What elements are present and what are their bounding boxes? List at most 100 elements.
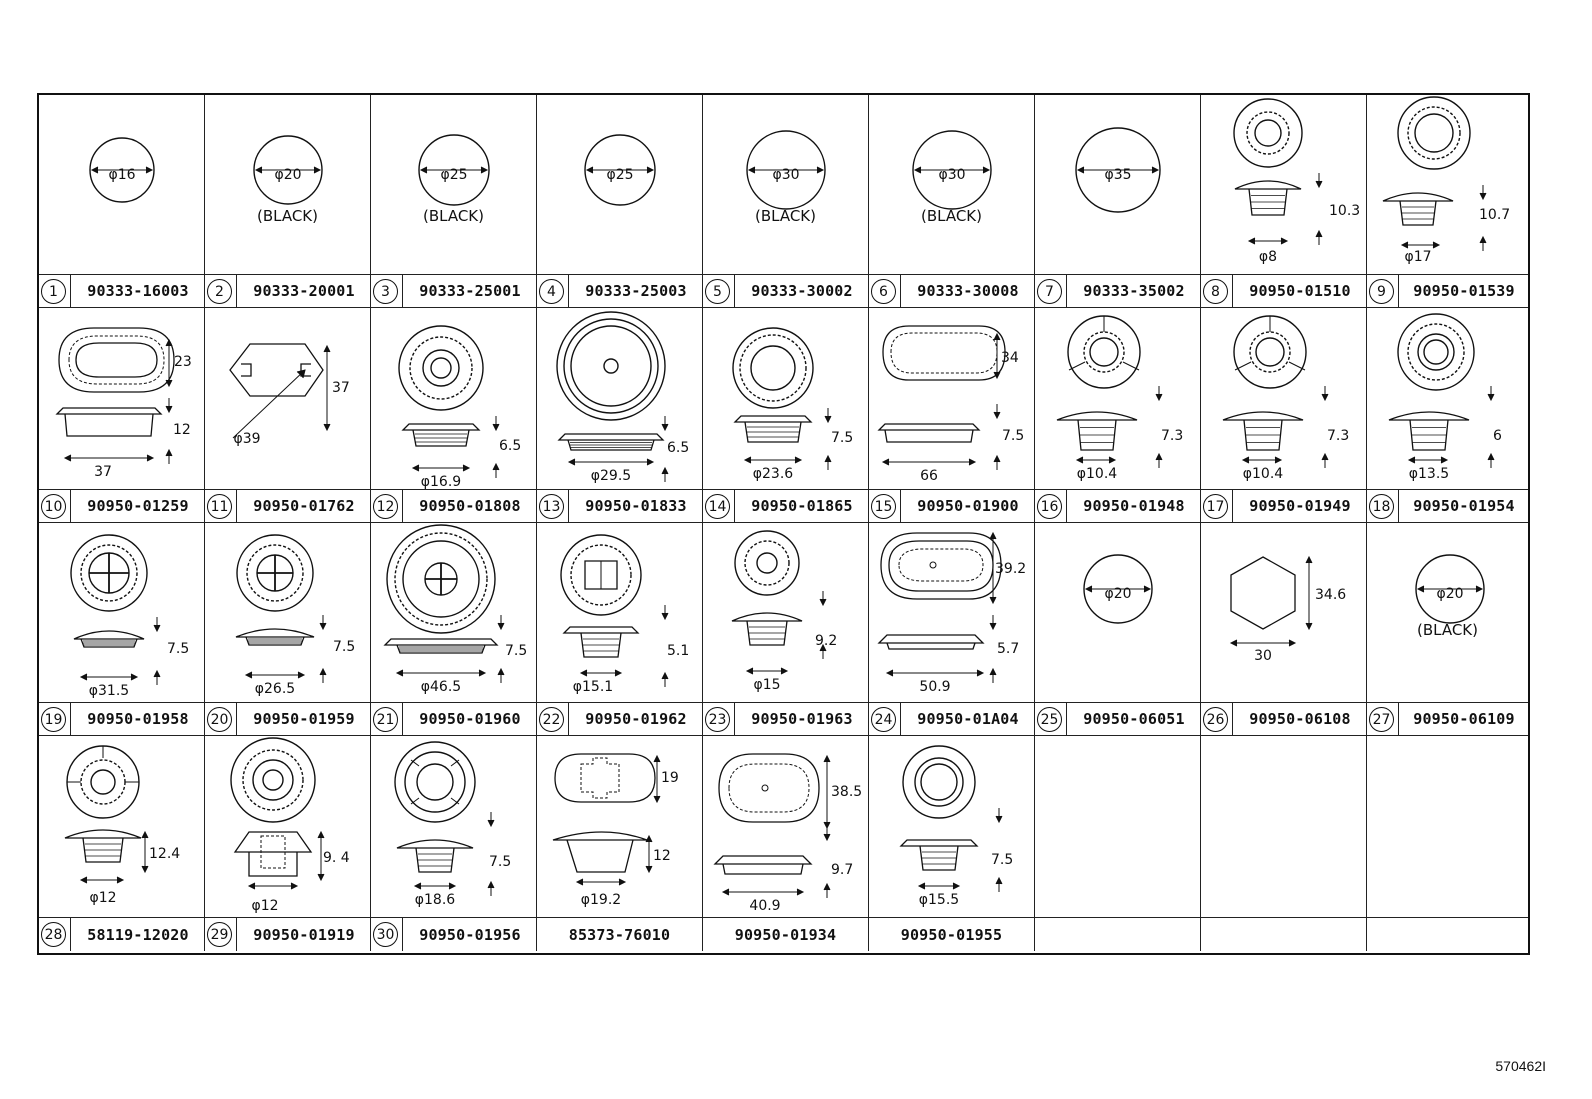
item-number-badge: 20 (207, 707, 232, 732)
part-number: 90950-01958 (87, 710, 189, 728)
part-label-row (1201, 918, 1367, 951)
height-label: 7.5 (831, 430, 853, 446)
diameter-label: φ20 (1104, 586, 1131, 602)
height-label: 38.5 (831, 784, 862, 800)
part-number: 90950-01949 (1249, 497, 1351, 515)
diameter-label: φ12 (89, 890, 116, 906)
diameter-label: φ46.5 (421, 679, 461, 695)
divider (236, 703, 237, 735)
part-number: 90950-01955 (900, 925, 1003, 944)
part-drawing: 23 12 37 (55, 327, 192, 480)
height-label: 6 (1493, 428, 1502, 444)
color-note: (BLACK) (422, 207, 484, 225)
item-number-badge: 23 (705, 707, 730, 732)
item-number-badge: 11 (207, 494, 232, 519)
item-number-badge: 14 (705, 494, 730, 519)
color-note: (BLACK) (1416, 621, 1478, 639)
part-drawing: φ25 (418, 134, 490, 206)
divider (900, 490, 901, 522)
part-illustration-90333-35002: φ35 (1035, 95, 1201, 275)
diameter-label: φ25 (440, 167, 467, 183)
item-number-badge: 25 (1037, 707, 1062, 732)
reference-code: 570462I (1495, 1058, 1546, 1074)
height-label: 37 (332, 380, 350, 396)
divider (1066, 490, 1067, 522)
item-number-badge: 5 (705, 279, 730, 304)
empty-cell (1367, 736, 1528, 918)
part-illustration-90333-25001: φ25 (BLACK) (371, 95, 537, 275)
part-number: 90950-06051 (1083, 710, 1185, 728)
diameter-label: φ30 (938, 167, 965, 183)
height-label: 5.1 (667, 643, 689, 659)
part-number: 90950-01833 (585, 497, 687, 515)
diameter-label: φ10.4 (1077, 466, 1118, 482)
divider (1232, 275, 1233, 307)
part-number: 90333-35002 (1083, 282, 1185, 300)
divider (900, 703, 901, 735)
item-number-badge: 21 (373, 707, 398, 732)
divider (734, 703, 735, 735)
divider (1232, 703, 1233, 735)
part-drawing: φ35 (1075, 127, 1161, 213)
divider (900, 275, 901, 307)
length-label: 37 (94, 464, 112, 480)
part-number: 90950-01934 (734, 925, 837, 944)
part-number: 90950-01808 (419, 497, 521, 515)
diameter-label: φ20 (274, 167, 301, 183)
part-illustration-90333-20001: φ20(BLACK) (205, 95, 371, 275)
part-number: 90950-06108 (1249, 710, 1351, 728)
divider (1398, 275, 1399, 307)
item-number-badge: 10 (41, 494, 66, 519)
height-label: 10.7 (1479, 207, 1510, 223)
part-drawing: 10.3φ8 (1233, 98, 1360, 265)
height-label: 12 (173, 422, 191, 438)
part-number: 90333-30008 (917, 282, 1019, 300)
width-label: 23 (174, 354, 192, 370)
part-number: 90333-16003 (87, 282, 189, 300)
divider (1398, 703, 1399, 735)
height-label: 5.7 (997, 641, 1019, 657)
divider (402, 703, 403, 735)
part-number (1201, 918, 1366, 951)
part-drawing: 38.5 9.7 40.9 (713, 753, 862, 914)
part-number: 90950-01948 (1083, 497, 1185, 515)
part-illustration-90333-30002: φ30(BLACK) (703, 95, 869, 275)
diameter-label: φ13.5 (1409, 466, 1449, 482)
height-label: 9.7 (831, 862, 853, 878)
diameter-label: φ16 (108, 167, 135, 183)
height-label: 6.5 (667, 440, 689, 456)
divider (402, 490, 403, 522)
part-number: 90950-01762 (253, 497, 355, 515)
part-illustration-90950-01954: 6 φ13.5 (1367, 308, 1528, 490)
part-number: 90950-01A04 (917, 710, 1019, 728)
height-label: 7.5 (505, 643, 527, 659)
length-label: 40.9 (749, 898, 780, 914)
part-number: 90950-01865 (751, 497, 853, 515)
diameter-label: φ20 (1436, 586, 1463, 602)
part-illustration-90950-01934: 38.5 9.7 40.9 (703, 736, 869, 918)
height-label: 7.3 (1327, 428, 1349, 444)
diameter-label: φ15 (753, 677, 780, 693)
item-number-badge: 30 (373, 922, 398, 947)
part-drawing: 347.566 (877, 325, 1024, 484)
item-number-badge: 3 (373, 279, 398, 304)
